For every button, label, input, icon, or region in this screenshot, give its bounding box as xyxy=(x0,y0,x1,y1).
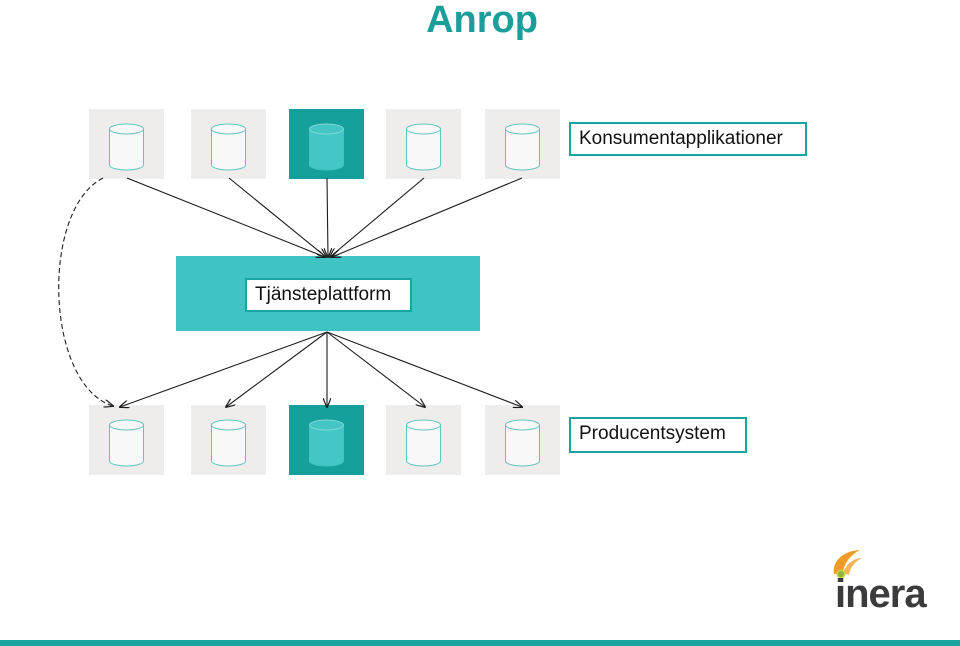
producer-systems-label: Producentsystem xyxy=(569,417,747,453)
database-icon xyxy=(406,123,441,171)
consumer-tile-4 xyxy=(386,109,461,179)
arrow-consumer-1 xyxy=(126,177,325,257)
database-icon xyxy=(109,419,144,467)
arrow-consumer-2 xyxy=(228,177,326,257)
arrow-producer-4 xyxy=(326,331,425,407)
database-icon xyxy=(211,123,246,171)
arrow-consumer-5 xyxy=(332,177,523,257)
database-icon xyxy=(309,123,344,171)
page-title: Anrop xyxy=(426,0,538,41)
consumer-tile-5 xyxy=(485,109,560,179)
consumer-tile-2 xyxy=(191,109,266,179)
producer-tile-1 xyxy=(89,405,164,475)
producer-tile-2 xyxy=(191,405,266,475)
producer-tile-3 xyxy=(289,405,364,475)
arrow-consumer-4 xyxy=(330,177,425,257)
consumer-tile-1 xyxy=(89,109,164,179)
arrow-consumer-3 xyxy=(327,177,328,257)
producer-tile-4 xyxy=(386,405,461,475)
consumer-tile-3 xyxy=(289,109,364,179)
footer-accent-bar xyxy=(0,640,960,646)
database-icon xyxy=(406,419,441,467)
producer-arrows xyxy=(120,331,522,407)
direct-call-dashed-arrow xyxy=(58,177,113,406)
arrow-producer-5 xyxy=(326,331,522,407)
arrow-producer-2 xyxy=(226,331,328,407)
producer-systems xyxy=(89,405,560,475)
database-icon xyxy=(505,419,540,467)
inera-logo-text: inera xyxy=(835,572,927,616)
database-icon xyxy=(211,419,246,467)
database-icon xyxy=(109,123,144,171)
producer-tile-5 xyxy=(485,405,560,475)
database-icon xyxy=(505,123,540,171)
arrow-producer-1 xyxy=(120,331,328,407)
database-icon xyxy=(309,419,344,467)
consumer-apps xyxy=(89,109,560,179)
consumer-apps-label: Konsumentapplikationer xyxy=(569,122,807,156)
service-platform-label: Tjänsteplattform xyxy=(245,278,412,312)
consumer-arrows xyxy=(126,177,523,257)
inera-logo-icon xyxy=(833,550,862,579)
